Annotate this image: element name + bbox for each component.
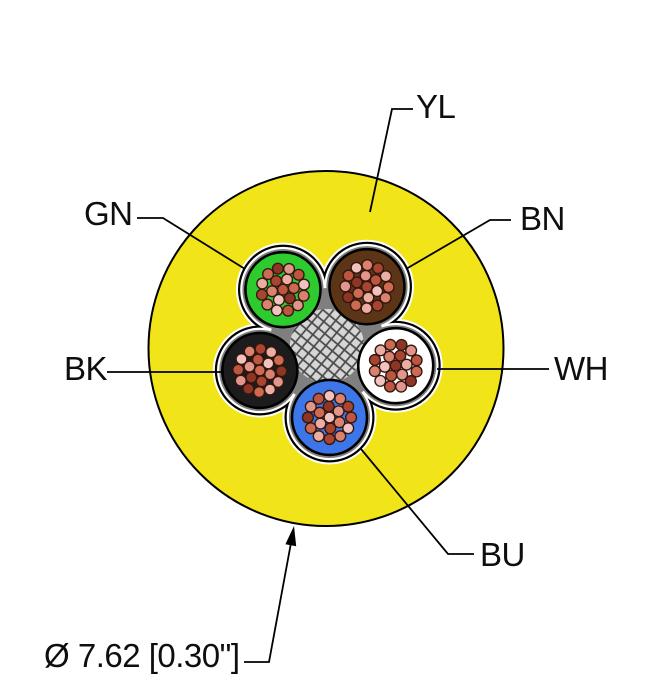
strand <box>281 304 295 317</box>
strand <box>332 405 345 418</box>
conductor-white <box>356 326 435 405</box>
strand <box>410 365 423 378</box>
strand <box>324 422 337 435</box>
strand <box>312 430 325 443</box>
strand <box>262 357 275 370</box>
strand <box>382 281 395 294</box>
leader-gn <box>137 217 246 270</box>
conductor-label-white: WH <box>554 350 608 387</box>
strand <box>342 291 355 304</box>
strand <box>374 374 387 387</box>
strand <box>350 276 363 289</box>
strand <box>297 278 311 291</box>
strand <box>342 400 355 413</box>
strand <box>372 262 385 275</box>
strand <box>371 299 384 312</box>
strand <box>342 422 355 435</box>
strand <box>266 285 279 298</box>
strand <box>301 411 314 424</box>
strand <box>313 406 326 419</box>
strand <box>384 338 397 351</box>
strand <box>256 277 269 290</box>
strand <box>378 360 391 373</box>
strand <box>323 389 336 402</box>
strand <box>405 344 418 357</box>
dimension-arrowhead <box>285 526 297 547</box>
strand <box>254 342 267 355</box>
strand <box>304 400 317 413</box>
strand <box>265 346 278 359</box>
strand <box>251 353 265 366</box>
strand <box>275 365 288 378</box>
strand <box>352 287 365 300</box>
conductor-green <box>244 250 322 329</box>
strand <box>304 422 317 435</box>
strand <box>287 281 300 295</box>
strand <box>359 269 372 282</box>
strand <box>255 375 268 388</box>
conductor-blue <box>290 378 369 457</box>
strand <box>270 304 283 317</box>
leader-yl <box>369 108 413 213</box>
strand <box>283 262 296 276</box>
strand <box>242 382 255 395</box>
strand <box>334 392 347 405</box>
leader-dim <box>244 544 292 663</box>
strand <box>262 267 275 281</box>
strand <box>255 288 269 301</box>
strand <box>400 358 413 371</box>
strand <box>368 353 381 367</box>
strand <box>410 354 423 367</box>
conductor-label-blue: BU <box>480 536 525 573</box>
strand <box>374 344 387 357</box>
strand <box>339 280 352 293</box>
strand <box>395 338 408 351</box>
strand <box>232 363 245 376</box>
conductor-label-green: GN <box>84 195 133 232</box>
strand <box>323 432 336 446</box>
strand <box>272 375 285 388</box>
strand <box>369 274 382 287</box>
strand <box>261 298 274 311</box>
strand <box>379 291 392 304</box>
center-filler-hatch <box>290 309 364 383</box>
strand <box>350 261 363 274</box>
strand <box>368 365 381 378</box>
strand <box>283 292 296 305</box>
conductor-label-black: BK <box>64 350 108 387</box>
strand <box>322 400 335 413</box>
strand <box>404 375 417 388</box>
strand <box>349 299 362 312</box>
strand <box>312 392 325 405</box>
strand <box>243 360 256 373</box>
strand <box>379 270 392 283</box>
strand <box>245 371 258 384</box>
strand <box>272 354 285 367</box>
strand <box>342 269 355 282</box>
strand <box>271 262 284 275</box>
strand <box>395 380 408 393</box>
strand <box>235 352 248 366</box>
strand <box>297 289 310 302</box>
strand <box>383 380 397 393</box>
diameter-dimension-label: Ø 7.62 [0.30"] <box>44 637 240 674</box>
leader-bn <box>405 219 511 270</box>
leader-bu <box>360 448 474 555</box>
conductor-brown <box>328 247 406 326</box>
jacket-color-label: YL <box>416 88 456 125</box>
strand <box>371 284 384 298</box>
strand <box>292 268 305 281</box>
strand <box>291 299 304 312</box>
strand <box>360 302 373 315</box>
strand <box>253 385 266 399</box>
strand <box>243 345 256 358</box>
strand <box>361 259 374 272</box>
conductor-label-brown: BN <box>520 200 565 237</box>
strand <box>234 374 247 387</box>
conductor-black <box>221 331 299 410</box>
strand <box>334 430 347 443</box>
strand <box>345 411 358 424</box>
strand <box>264 368 277 381</box>
